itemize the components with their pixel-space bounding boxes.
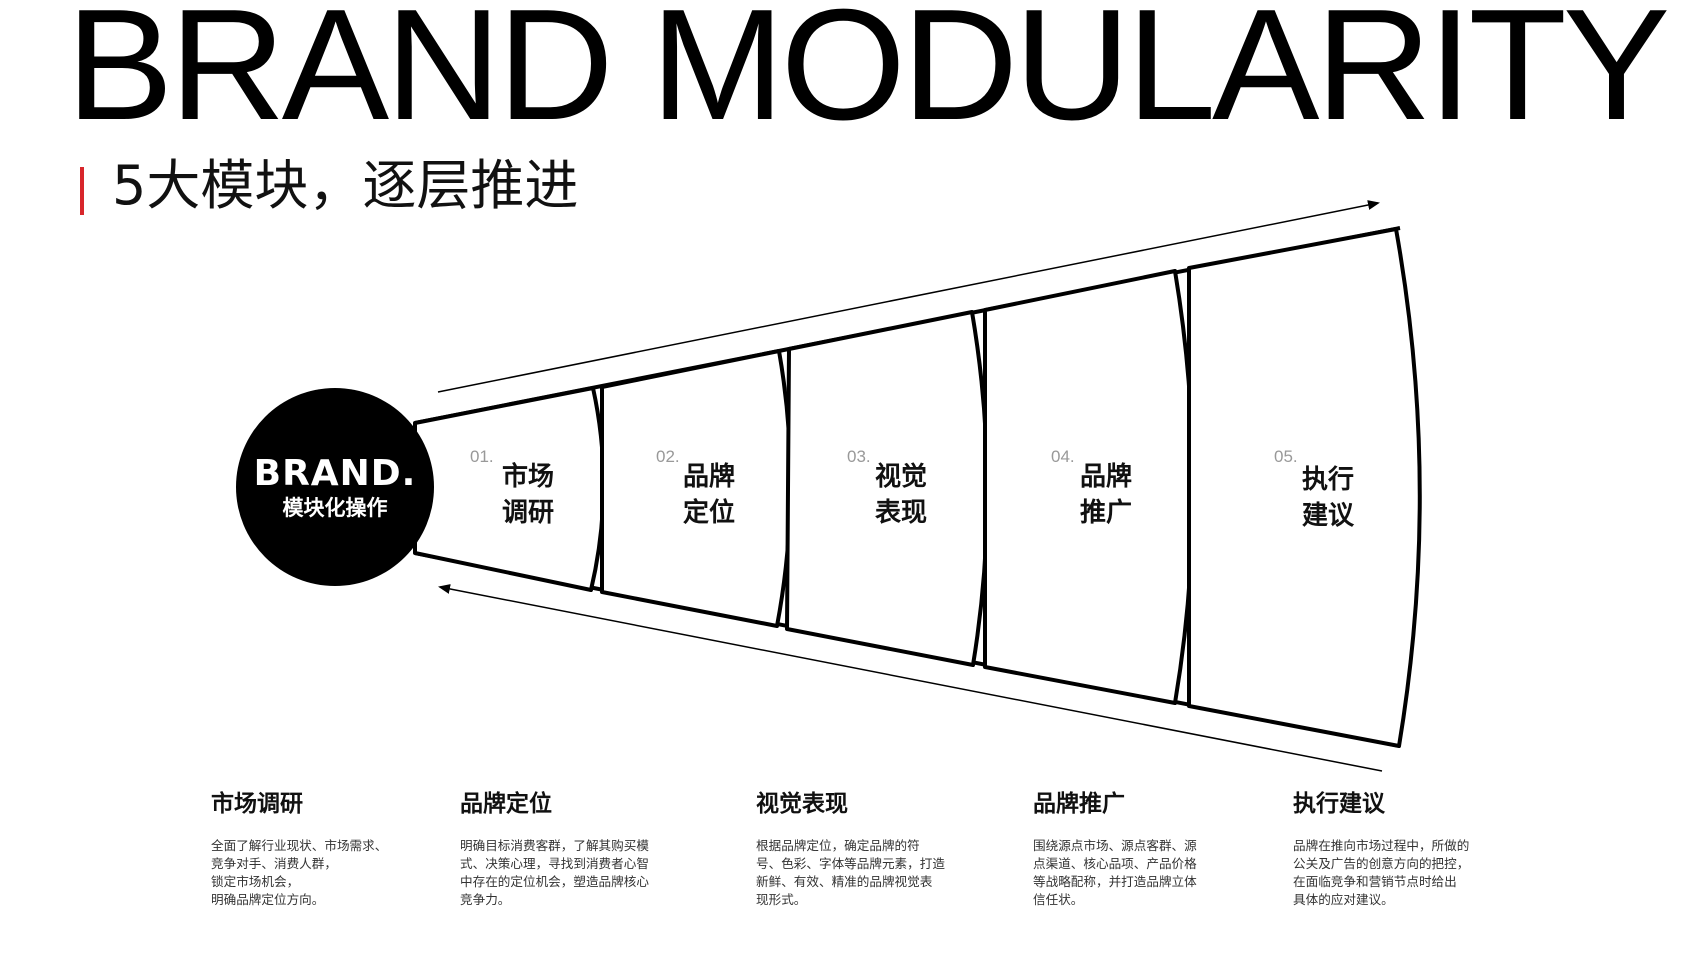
description-body: 品牌在推向市场过程中，所做的 公关及广告的创意方向的把控， 在面临竞争和营销节点… bbox=[1293, 838, 1470, 907]
page-title: BRAND MODULARITY bbox=[66, 0, 1670, 153]
description-title: 视觉表现 bbox=[756, 791, 848, 817]
description-title: 执行建议 bbox=[1293, 791, 1385, 817]
description-execution-advice: 执行建议 品牌在推向市场过程中，所做的 公关及广告的创意方向的把控， 在面临竞争… bbox=[1293, 793, 1493, 909]
subtitle-accent-bar bbox=[80, 167, 84, 215]
brand-hub-circle: BRAND. 模块化操作 bbox=[236, 388, 434, 586]
backward-arrow bbox=[438, 584, 1383, 772]
description-title: 品牌定位 bbox=[460, 791, 552, 817]
description-brand-promotion: 品牌推广 围绕源点市场、源点客群、源 点渠道、核心品项、产品价格 等战略配称，并… bbox=[1033, 793, 1233, 909]
segment-3-label: 视觉 表现 bbox=[874, 462, 927, 528]
segment-4-label: 品牌 推广 bbox=[1079, 462, 1132, 528]
hub-subtitle: 模块化操作 bbox=[282, 495, 388, 520]
segment-4-number: 04. bbox=[1051, 447, 1075, 466]
description-body: 全面了解行业现状、市场需求、 竞争对手、消费人群， 锁定市场机会， 明确品牌定位… bbox=[211, 838, 388, 907]
hub-title: BRAND. bbox=[253, 452, 417, 494]
segment-5-number: 05. bbox=[1274, 447, 1298, 466]
segment-2-number: 02. bbox=[656, 447, 680, 466]
description-market-research: 市场调研 全面了解行业现状、市场需求、 竞争对手、消费人群， 锁定市场机会， 明… bbox=[211, 793, 411, 909]
description-body: 根据品牌定位，确定品牌的符 号、色彩、字体等品牌元素，打造 新鲜、有效、精准的品… bbox=[756, 838, 945, 907]
segment-2-label: 品牌 定位 bbox=[682, 462, 735, 528]
segment-3-number: 03. bbox=[847, 447, 871, 466]
segment-5-shape bbox=[1187, 227, 1422, 748]
description-title: 品牌推广 bbox=[1033, 791, 1125, 817]
description-body: 围绕源点市场、源点客群、源 点渠道、核心品项、产品价格 等战略配称，并打造品牌立… bbox=[1033, 838, 1197, 907]
description-title: 市场调研 bbox=[211, 791, 303, 817]
segment-5-label: 执行 建议 bbox=[1301, 465, 1354, 531]
segment-1-label: 市场 调研 bbox=[501, 462, 554, 528]
segment-1-number: 01. bbox=[470, 447, 494, 466]
page-subtitle: 5大模块，逐层推进 bbox=[112, 154, 579, 217]
description-body: 明确目标消费客群，了解其购买模 式、决策心理，寻找到消费者心智 中存在的定位机会… bbox=[460, 838, 649, 907]
description-visual-expression: 视觉表现 根据品牌定位，确定品牌的符 号、色彩、字体等品牌元素，打造 新鲜、有效… bbox=[756, 793, 956, 909]
forward-arrow bbox=[437, 200, 1380, 393]
description-brand-positioning: 品牌定位 明确目标消费客群，了解其购买模 式、决策心理，寻找到消费者心智 中存在… bbox=[460, 793, 660, 909]
